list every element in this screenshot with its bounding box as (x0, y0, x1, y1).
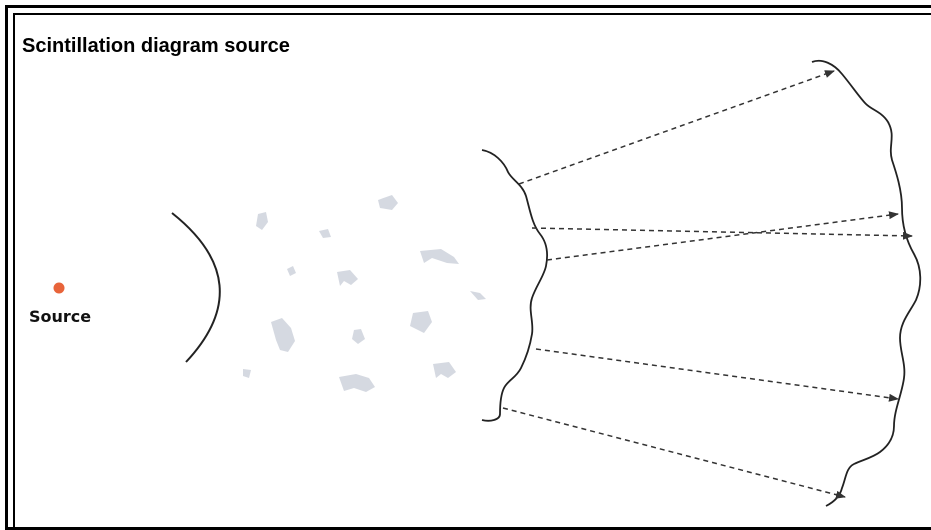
turbulent-cells (243, 195, 486, 392)
turbulent-cell (319, 229, 331, 238)
source-dot (53, 282, 65, 294)
turbulent-cell (243, 369, 251, 378)
turbulent-cell (256, 212, 268, 230)
turbulent-cell (470, 291, 486, 300)
turbulent-cell (337, 270, 358, 286)
ray-arrow (531, 227, 913, 240)
turbulent-cell (420, 249, 459, 264)
refracted-rays (502, 70, 913, 499)
turbulent-cell (433, 362, 456, 378)
ray-arrow (535, 348, 899, 402)
turbulent-cell (410, 311, 432, 333)
turbulent-cell (271, 318, 295, 352)
turbulent-cell (378, 195, 398, 210)
arriving-wavefront (811, 59, 922, 507)
emitted-wavefront (171, 212, 221, 363)
turbulent-cell (352, 329, 365, 344)
source-label: Source (29, 307, 91, 326)
turbulent-cell (339, 374, 375, 392)
turbulent-cell (287, 266, 296, 276)
diagram-title: Scintillation diagram source (22, 35, 290, 57)
ray-arrow (546, 211, 899, 261)
ray-arrow (518, 70, 835, 185)
ray-arrow (502, 407, 846, 499)
distorted-wavefront (481, 149, 548, 422)
